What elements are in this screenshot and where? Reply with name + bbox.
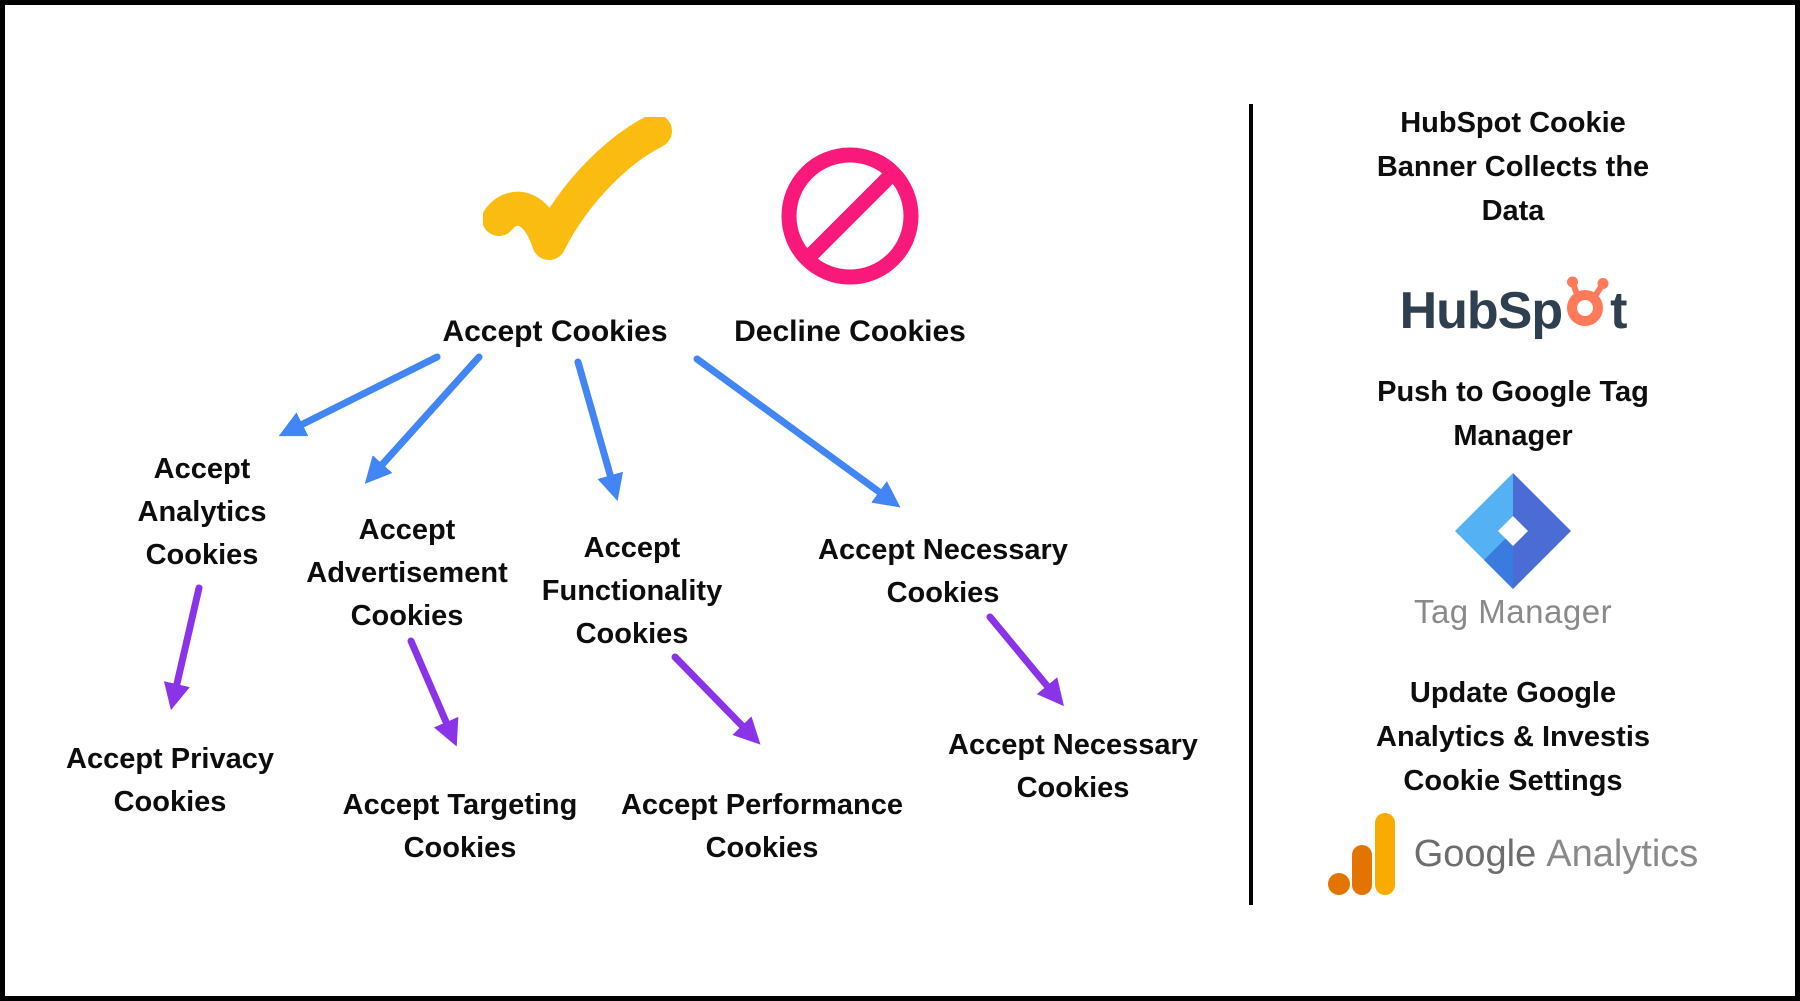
gtm-logo [1283,466,1743,596]
node-performance-cookies: Accept Performance Cookies [620,789,904,864]
arrow-functionality-to-performance [671,653,761,745]
ga-bar-tall [1374,813,1395,895]
sprocket-stem-left [1571,283,1582,300]
node-decline-cookies: Decline Cookies [734,315,966,348]
ga-word-analytics: Analytics [1546,833,1699,875]
arrow-accept-to-advertisement [364,353,483,484]
ga-bars-icon [1327,813,1395,895]
gtm-logo-label: Tag Manager [1413,593,1613,630]
hubspot-wordmark-end: t [1610,282,1627,340]
node-functionality-cookies: Accept Functionality Cookies [541,532,723,650]
panel-step-push-gtm: Push to Google Tag Manager [1377,376,1649,452]
arrow-accept-to-necessary [693,355,901,508]
sprocket-stem-right [1590,284,1605,302]
sprocket-ring [1567,290,1604,326]
hubspot-logo: HubSp t [1283,267,1743,337]
no-entry-icon [781,147,919,285]
arrow-advertisement-to-targeting [407,637,459,747]
ga-bar-mid [1351,845,1372,895]
hubspot-wordmark-start: HubSp [1399,282,1564,340]
panel-step-update-ga: Update Google Analytics & Investis Cooki… [1376,677,1650,797]
node-analytics-cookies: Accept Analytics Cookies [137,453,267,571]
arrow-accept-to-functionality [574,358,624,501]
panel-step-hubspot-collects: HubSpot Cookie Banner Collects the Data [1376,107,1650,227]
node-advertisement-cookies: Accept Advertisement Cookies [306,514,508,632]
check-stroke [483,117,672,260]
node-accept-cookies: Accept Cookies [442,315,668,348]
sprocket-dot-right [1597,278,1609,289]
node-necessary-cookies-final: Accept Necessary Cookies [948,729,1198,804]
node-necessary-cookies: Accept Necessary Cookies [818,534,1068,609]
node-targeting-cookies: Accept Targeting Cookies [342,789,578,864]
ga-dot [1327,873,1350,895]
no-entry-slash [799,165,901,267]
gtm-center-diamond [1498,516,1528,546]
no-entry-ring [781,147,919,285]
panel-divider [1249,104,1253,905]
gtm-diamond-icon [1455,473,1571,589]
gtm-face-dark [1513,473,1571,589]
arrow-accept-to-analytics [278,353,441,437]
node-privacy-cookies: Accept Privacy Cookies [66,743,274,818]
hubspot-sprocket-icon [1567,276,1609,326]
gtm-face-mid [1484,531,1513,589]
arrow-necessary-to-necessary-final [986,613,1064,707]
process-panel: HubSpot Cookie Banner Collects the Data … [1283,5,1743,996]
ga-word-google: Google [1413,833,1537,875]
arrow-analytics-to-privacy [163,584,203,711]
sprocket-dot-left [1567,276,1579,288]
check-icon [483,117,672,260]
